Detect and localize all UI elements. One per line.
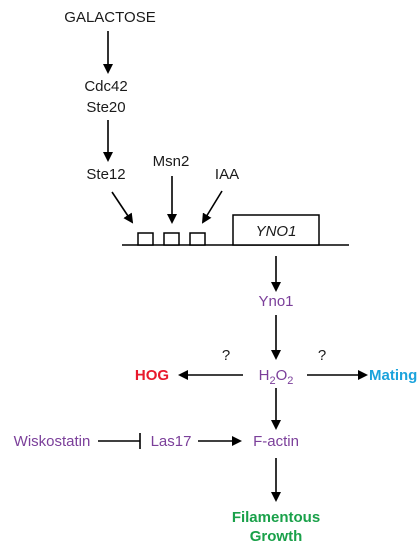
- promoter-box-3: [189, 232, 206, 246]
- question-mark-right: ?: [318, 347, 326, 364]
- ste20-label: Ste20: [86, 99, 125, 116]
- yno1-gene-label: YNO1: [256, 223, 297, 240]
- ste12-label: Ste12: [86, 166, 125, 183]
- galactose-label: GALACTOSE: [64, 9, 155, 26]
- las17-label: Las17: [151, 433, 192, 450]
- cdc42-label: Cdc42: [84, 78, 127, 95]
- arrow-iaa-promoter: [201, 190, 223, 224]
- growth-label: Growth: [250, 528, 303, 545]
- iaa-label: IAA: [215, 166, 239, 183]
- yno1-gene-box: [232, 214, 320, 246]
- promoter-box-2: [163, 232, 180, 246]
- factin-label: F-actin: [253, 433, 299, 450]
- msn2-label: Msn2: [153, 153, 190, 170]
- mating-label: Mating: [369, 367, 417, 384]
- yno1-protein-label: Yno1: [258, 293, 293, 310]
- promoter-box-1: [137, 232, 154, 246]
- h2o2-label: H2O2: [259, 367, 294, 387]
- filamentous-label: Filamentous: [232, 509, 320, 526]
- arrow-ste12-promoter: [111, 191, 134, 224]
- hog-label: HOG: [135, 367, 169, 384]
- question-mark-left: ?: [222, 347, 230, 364]
- wiskostatin-label: Wiskostatin: [14, 433, 91, 450]
